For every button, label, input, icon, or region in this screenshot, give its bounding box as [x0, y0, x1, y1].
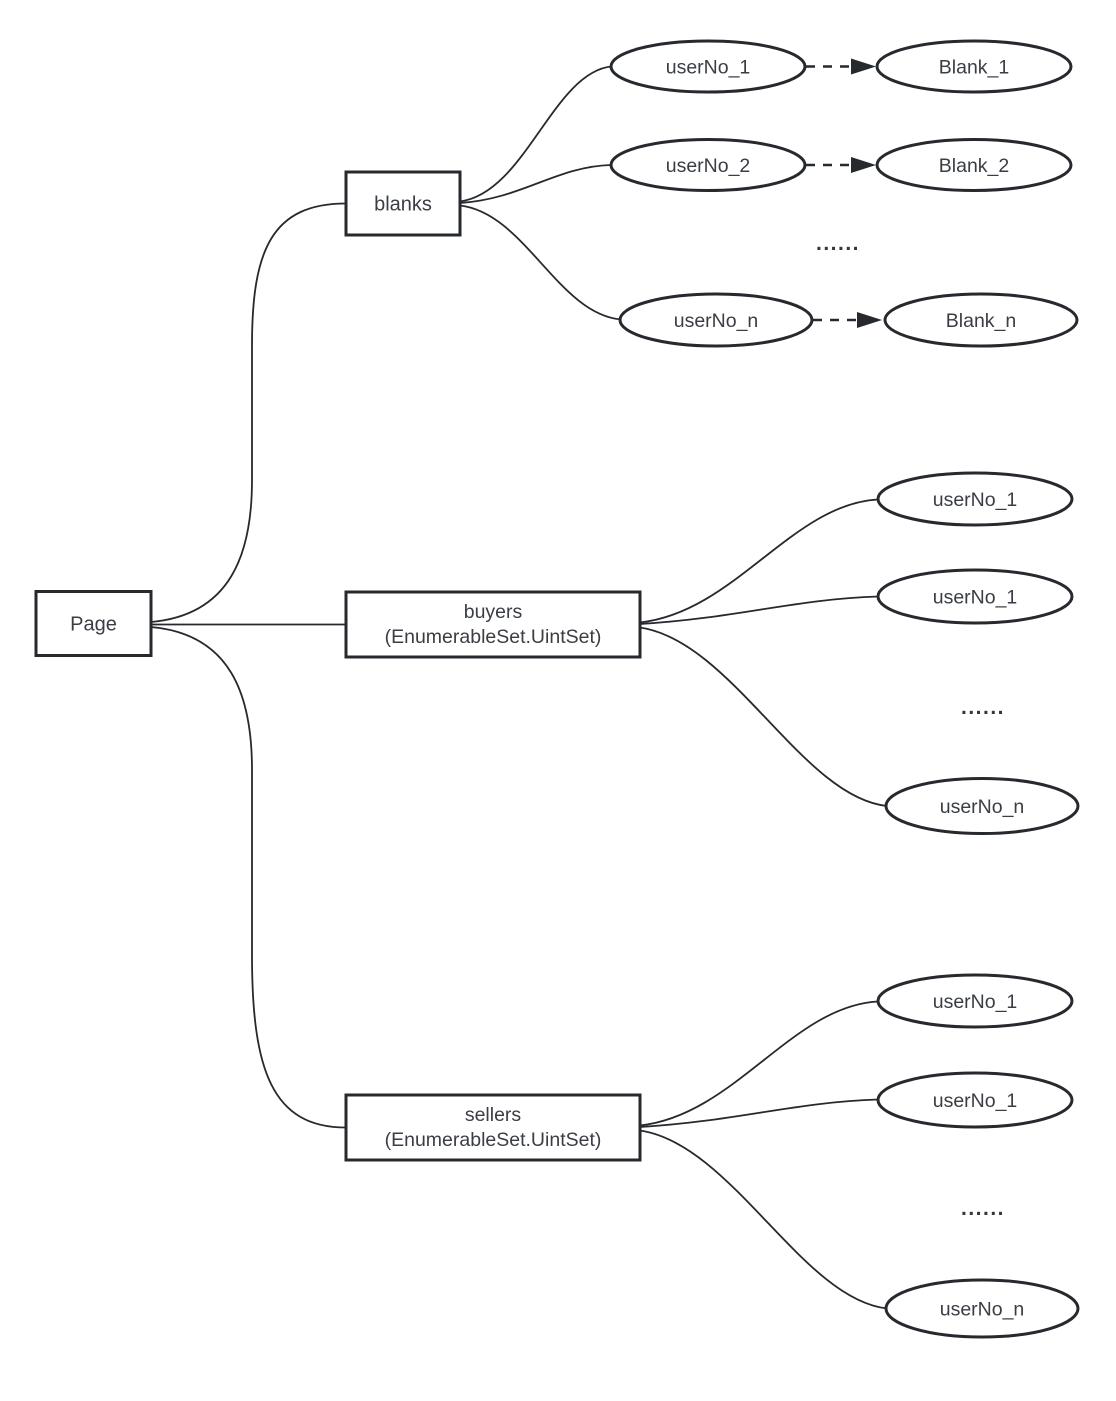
ellipse-label: userNo_n	[940, 796, 1025, 818]
ellipse-label: userNo_1	[933, 587, 1018, 609]
node-blanks-blank-2: Blank_2	[875, 138, 1073, 192]
ellipse-label: userNo_2	[666, 155, 751, 177]
node-sellers-label: sellers	[465, 1104, 522, 1126]
node-sellers-box	[344, 1093, 642, 1162]
node-buyers-child-1: userNo_1	[876, 471, 1074, 527]
node-blanks-blank-1: Blank_1	[875, 39, 1073, 94]
node-blanks-label: blanks	[374, 194, 432, 216]
ellipse-label: userNo_1	[933, 1090, 1018, 1112]
node-blanks-userno-n: userNo_n	[618, 292, 814, 348]
node-buyers-child-n: userNo_n	[884, 777, 1080, 835]
ellipse-label: userNo_n	[674, 310, 759, 332]
arrow-head	[851, 157, 876, 173]
edge-page-blanks	[150, 202, 347, 623]
ellipse-label: Blank_2	[939, 155, 1009, 177]
ellipse-label: userNo_1	[933, 991, 1018, 1013]
arrow-head	[857, 312, 882, 328]
edge-sellers-child1	[639, 1000, 879, 1127]
node-sellers-child-2: userNo_1	[876, 1071, 1074, 1129]
node-buyers: buyers (EnumerableSet.UintSet)	[344, 590, 642, 659]
edge-page-sellers	[150, 626, 347, 1129]
edge-buyers-child1	[639, 498, 879, 624]
dashed-arrow-row2	[806, 157, 876, 173]
arrow-head	[851, 58, 876, 75]
sellers-ellipsis: ......	[961, 1197, 1005, 1220]
node-sellers-sublabel: (EnumerableSet.UintSet)	[385, 1129, 602, 1151]
ellipse-shape	[884, 777, 1080, 835]
node-buyers-sublabel: (EnumerableSet.UintSet)	[385, 626, 602, 648]
ellipse-shape	[883, 292, 1079, 348]
ellipse-label: userNo_n	[940, 1299, 1025, 1321]
node-blanks-userno-2: userNo_2	[609, 138, 807, 192]
ellipse-shape	[876, 1071, 1074, 1129]
node-blanks-userno-1: userNo_1	[609, 39, 807, 94]
node-sellers-child-n: userNo_n	[884, 1278, 1080, 1339]
edge-blanks-userno2	[459, 164, 612, 204]
edge-buyers-child2	[639, 595, 879, 625]
ellipse-label: Blank_1	[939, 57, 1009, 79]
dashed-arrow-rown	[813, 312, 882, 328]
edge-blanks-userno1	[459, 65, 612, 203]
ellipse-shape	[875, 138, 1073, 192]
node-buyers-child-2: userNo_1	[876, 568, 1074, 625]
edge-blanks-usernon	[459, 204, 622, 321]
ellipse-shape	[876, 471, 1074, 527]
node-blanks: blanks	[344, 170, 462, 237]
node-buyers-label: buyers	[464, 601, 523, 623]
edge-sellers-childn	[639, 1129, 888, 1310]
node-buyers-box	[344, 590, 642, 659]
ellipse-shape	[609, 138, 807, 192]
ellipse-shape	[875, 39, 1073, 94]
ellipse-shape	[609, 39, 807, 94]
dashed-arrow-row1	[806, 58, 876, 75]
ellipse-shape	[876, 973, 1074, 1029]
node-blanks-box	[344, 170, 462, 237]
node-blanks-blank-n: Blank_n	[883, 292, 1079, 348]
ellipse-label: Blank_n	[946, 310, 1016, 332]
node-page-box	[34, 590, 153, 657]
ellipse-label: userNo_1	[933, 489, 1018, 511]
buyers-ellipsis: ......	[961, 696, 1005, 719]
ellipse-shape	[618, 292, 814, 348]
node-page: Page	[34, 590, 153, 657]
blanks-ellipsis: ......	[816, 232, 860, 255]
ellipse-label: userNo_1	[666, 57, 751, 79]
ellipse-shape	[884, 1278, 1080, 1339]
edge-sellers-child2	[639, 1098, 879, 1128]
node-page-label: Page	[70, 614, 117, 636]
ellipse-shape	[876, 568, 1074, 625]
edge-buyers-childn	[639, 626, 888, 807]
node-sellers-child-1: userNo_1	[876, 973, 1074, 1029]
node-sellers: sellers (EnumerableSet.UintSet)	[344, 1093, 642, 1162]
